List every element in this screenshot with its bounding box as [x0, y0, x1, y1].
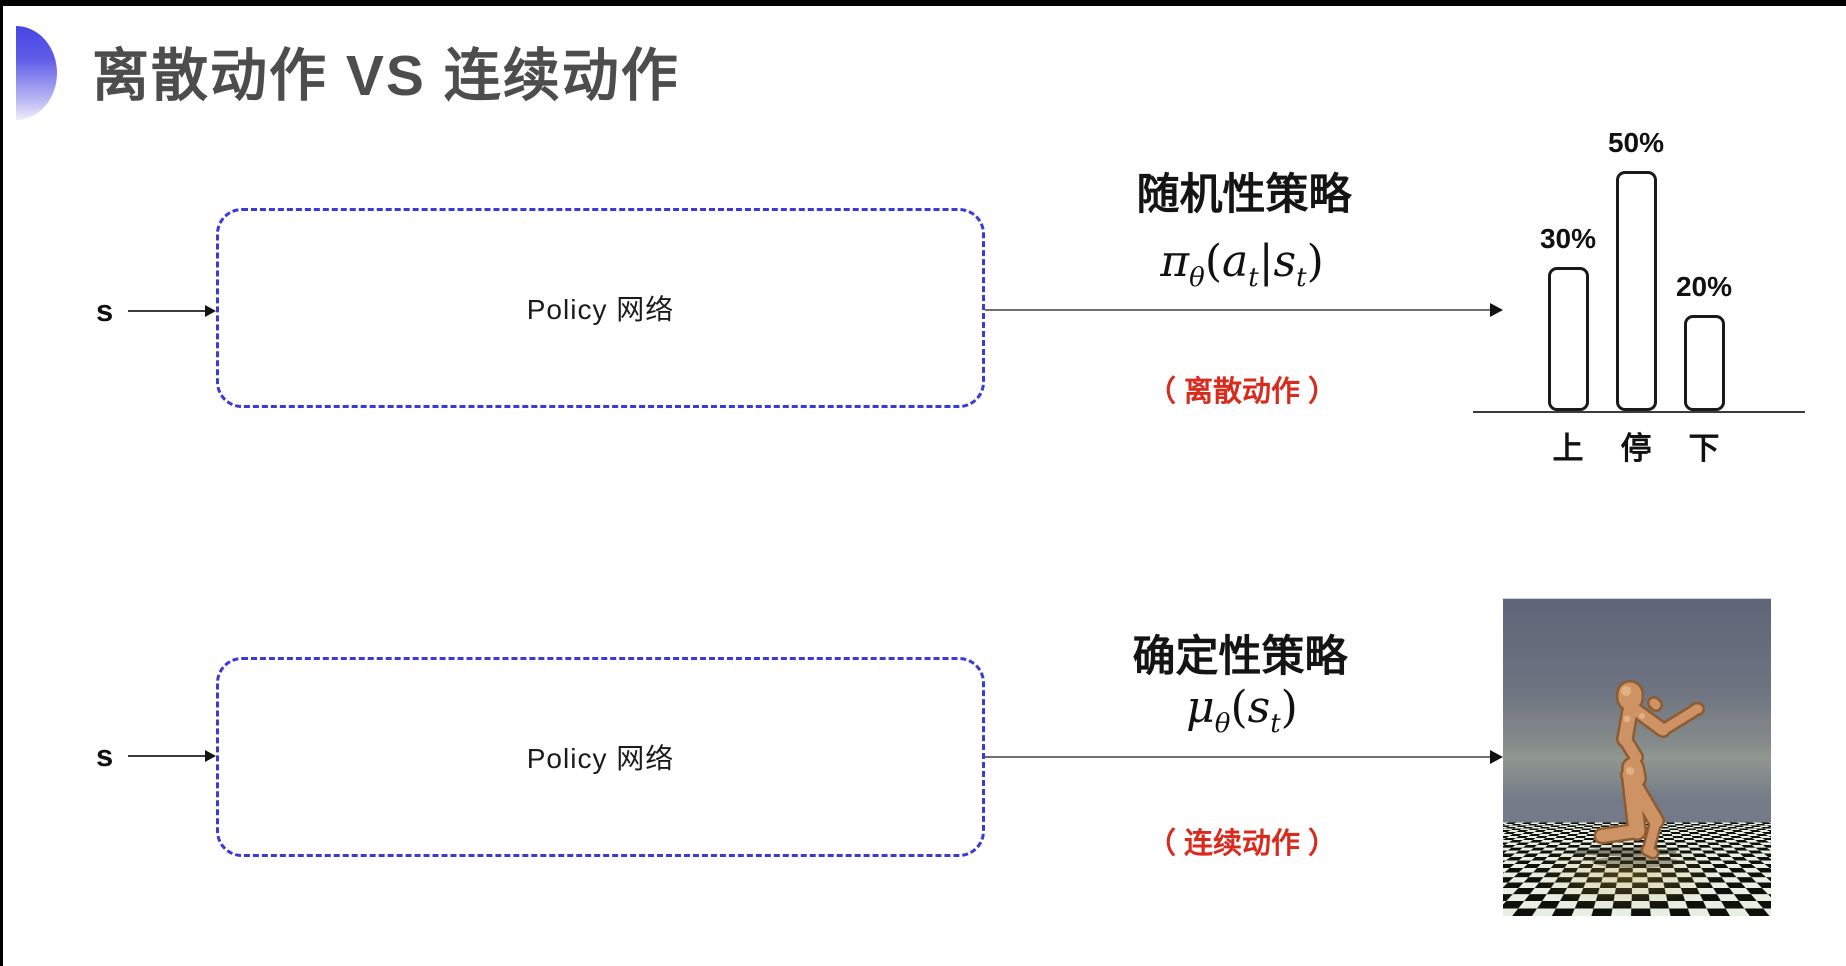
page-title: 离散动作 VS 连续动作: [92, 44, 680, 108]
policy-network-box-top: Policy 网络: [216, 208, 985, 408]
bar-category-label: 下: [1688, 431, 1720, 466]
bar-value-label: 50%: [1607, 127, 1665, 158]
arrow-shaft: [128, 755, 206, 757]
probability-bar: [1683, 315, 1725, 411]
humanoid-robot-image: [1503, 598, 1771, 916]
arrowhead-icon: [1490, 303, 1503, 317]
deterministic-policy-formula: μθ(st): [1186, 682, 1298, 739]
action-probability-bar-chart: 30% 上 50% 停 20% 下: [1473, 120, 1818, 466]
state-label-bottom: s: [96, 738, 114, 773]
bar-category-label: 上: [1552, 431, 1584, 466]
policy-network-box-bottom: Policy 网络: [216, 657, 985, 857]
frame-left-edge: [0, 0, 3, 966]
scene-sky: [1503, 599, 1771, 761]
output-arrow-top: [985, 303, 1503, 317]
frame-top-edge: [0, 0, 1846, 6]
state-label-top: s: [96, 293, 114, 328]
stochastic-policy-formula: πθ(at|st): [1160, 236, 1324, 293]
arrowhead-icon: [205, 750, 216, 762]
arrow-shaft: [128, 310, 206, 312]
bar-value-label: 20%: [1675, 271, 1733, 302]
humanoid-robot: [1573, 680, 1705, 868]
title-bullet-icon: [16, 26, 57, 120]
discrete-action-note: （ 离散动作 ）: [1146, 376, 1338, 408]
probability-bar: [1615, 171, 1657, 411]
output-arrow-bottom: [985, 750, 1503, 764]
arrow-shaft: [985, 756, 1491, 758]
chart-baseline: [1473, 411, 1805, 413]
arrow-shaft: [985, 309, 1491, 311]
continuous-action-note: （ 连续动作 ）: [1146, 828, 1338, 860]
bar-category-label: 停: [1620, 431, 1652, 466]
input-arrow-top: [128, 304, 216, 318]
arrowhead-icon: [1490, 750, 1503, 764]
probability-bar: [1547, 267, 1589, 411]
bar-value-label: 30%: [1539, 223, 1597, 254]
policy-network-label: Policy 网络: [526, 743, 675, 774]
robot-shadow: [1573, 848, 1677, 856]
policy-network-label: Policy 网络: [526, 294, 675, 325]
input-arrow-bottom: [128, 749, 216, 763]
floor-reflection: [1529, 840, 1723, 912]
arrowhead-icon: [205, 305, 216, 317]
robot-shadow: [1592, 856, 1680, 868]
deterministic-policy-title: 确定性策略: [1132, 633, 1348, 681]
stochastic-policy-title: 随机性策略: [1136, 171, 1352, 219]
